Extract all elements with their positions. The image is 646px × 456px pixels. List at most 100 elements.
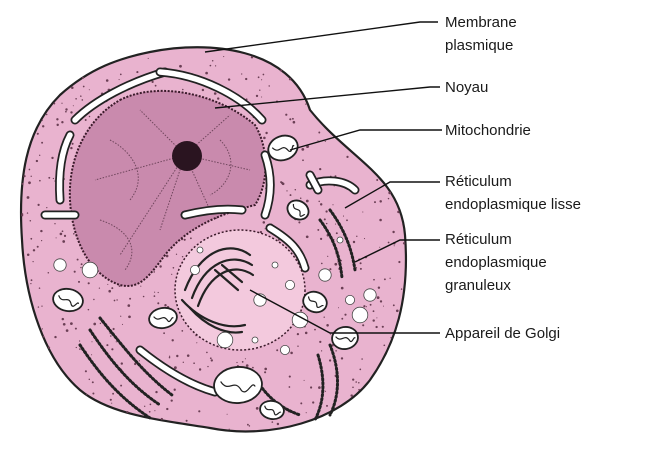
granule (46, 114, 48, 116)
granule (80, 267, 81, 268)
granule (76, 347, 77, 348)
label-er-granuleux-line3: granuleux (445, 277, 511, 294)
granule (190, 237, 192, 239)
granule (149, 411, 151, 413)
granule (159, 265, 161, 267)
granule (53, 178, 54, 179)
granule (265, 132, 267, 134)
granule (174, 366, 177, 369)
granule (184, 239, 186, 241)
granule (318, 132, 320, 134)
granule (280, 69, 282, 71)
granule (334, 263, 337, 266)
granule (388, 242, 390, 244)
granule (397, 211, 399, 213)
granule (81, 263, 83, 265)
vesicle (285, 280, 294, 289)
granule (171, 274, 172, 275)
granule (392, 231, 394, 233)
granule (343, 216, 344, 217)
granule (319, 341, 321, 343)
granule (308, 146, 309, 147)
granule (384, 278, 386, 280)
granule (30, 238, 32, 240)
granule (394, 245, 395, 246)
granule (236, 362, 237, 363)
granule (176, 355, 178, 357)
granule (289, 376, 291, 378)
granule (78, 281, 80, 283)
granule (198, 410, 200, 412)
granule (33, 249, 35, 251)
granule (285, 114, 287, 116)
granule (31, 176, 32, 177)
granule (85, 370, 87, 372)
granule (27, 196, 30, 199)
granule (261, 96, 262, 97)
granule (390, 337, 392, 339)
granule (143, 296, 145, 298)
granule (169, 357, 171, 359)
labels: Membrane plasmique Noyau Mitochondrie Ré… (445, 14, 581, 342)
granule (256, 407, 259, 410)
granule (312, 401, 314, 403)
granule (320, 203, 322, 205)
label-golgi: Appareil de Golgi (445, 325, 560, 342)
granule (317, 140, 318, 141)
granule (41, 142, 43, 144)
granule (65, 108, 67, 110)
granule (82, 99, 84, 101)
granule (27, 212, 28, 213)
granule (140, 286, 141, 287)
granule (100, 323, 101, 324)
granule (111, 287, 113, 289)
granule (389, 278, 390, 279)
granule (306, 200, 309, 203)
granule (325, 391, 326, 392)
granule (350, 394, 352, 396)
granule (264, 371, 266, 373)
granule (172, 339, 174, 341)
granule (88, 309, 90, 311)
granule (22, 183, 24, 185)
label-noyau: Noyau (445, 79, 488, 96)
granule (302, 159, 304, 161)
granule (126, 411, 128, 413)
granule (210, 65, 212, 67)
granule (364, 238, 365, 239)
granule (39, 287, 41, 289)
vesicle (345, 295, 354, 304)
granule (263, 74, 265, 76)
granule (245, 78, 247, 80)
granule (80, 95, 82, 97)
granule (305, 103, 306, 104)
granule (75, 98, 77, 100)
granule (326, 324, 329, 327)
granule (360, 268, 362, 270)
granule (89, 89, 90, 90)
vesicle (190, 265, 199, 274)
granule (41, 240, 42, 241)
granule (116, 299, 117, 300)
granule (252, 367, 254, 369)
granule (28, 181, 31, 184)
granule (300, 197, 301, 198)
granule (289, 386, 291, 388)
granule (154, 292, 155, 293)
granule (42, 328, 43, 329)
vesicle (197, 247, 203, 253)
granule (263, 221, 266, 224)
granule (77, 259, 79, 261)
granule (40, 230, 42, 232)
granule (380, 300, 382, 302)
granule (83, 86, 85, 88)
granule (193, 362, 195, 364)
granule (382, 326, 384, 328)
granule (327, 256, 328, 257)
granule (106, 344, 108, 346)
granule (373, 319, 375, 321)
granule (82, 77, 84, 79)
granule (42, 120, 43, 121)
granule (251, 56, 253, 58)
